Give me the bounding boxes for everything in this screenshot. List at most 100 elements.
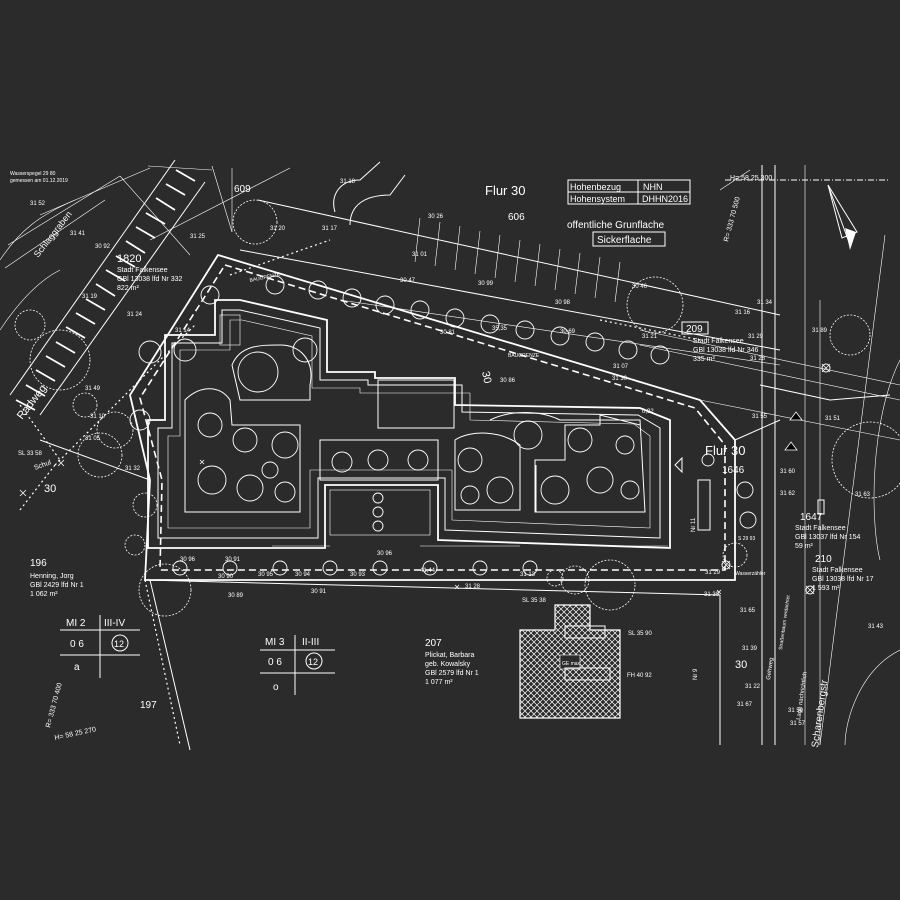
water-level-1: Wasserspegel 29 80 xyxy=(10,171,56,177)
spot-height: 31 51 xyxy=(825,416,841,422)
spot-height: 31 16 xyxy=(735,310,751,316)
parcel-606: 606 xyxy=(508,212,525,223)
owner-1820-b: GBl 13038 lfd Nr 332 xyxy=(117,276,182,283)
radweg-hatch xyxy=(0,159,206,416)
spot-height: 31 14 xyxy=(175,328,191,334)
height-sys-value: DHHN2016 xyxy=(642,194,688,204)
owner-210-c: 1 593 m² xyxy=(812,585,840,592)
spot-sl: SL 35 38 xyxy=(522,598,546,604)
building-footprint xyxy=(147,299,671,549)
owner-209-c: 335 m² xyxy=(693,356,715,363)
zone1-storeys: III-IV xyxy=(104,618,125,629)
owner-1820-a: Stadt Falkensee xyxy=(117,267,168,274)
spot-height: 31 07 xyxy=(613,364,629,370)
spot-height: 31 10 xyxy=(90,414,106,420)
spot-height: 30 86 xyxy=(500,378,516,384)
spot-height: 31 17 xyxy=(322,226,338,232)
spot-height: 31 49 xyxy=(85,386,101,392)
wasser-label: Wasserzähler xyxy=(735,571,766,577)
parcel-1646: 1646 xyxy=(722,465,745,476)
house-number: Nr 9 xyxy=(693,668,699,680)
zone2-gfz: 12 xyxy=(308,657,318,667)
contour-label: 30 xyxy=(735,659,747,671)
owner-209-a: Stadt Falkensee xyxy=(693,338,744,345)
owner-207-b: geb. Kowalsky xyxy=(425,661,471,668)
spot-height: 31 13 xyxy=(520,572,536,578)
spot-height: 31 19 xyxy=(82,294,98,300)
spot-height: 31 55 xyxy=(752,414,768,420)
spot-height: 31 52 xyxy=(30,201,46,207)
owner-1647-b: GBl 13037 lfd Nr 154 xyxy=(795,534,860,541)
info-boxes xyxy=(564,179,709,681)
spot-dim: 0,92 xyxy=(642,409,654,415)
trees xyxy=(14,199,900,617)
spot-height: 31 62 xyxy=(780,491,796,497)
parcel-210: 210 xyxy=(815,554,832,565)
baugrenze-label: BAUGRENZE xyxy=(508,353,540,359)
label-gehweg: Gehweg xyxy=(766,657,775,680)
zoning-table-2 xyxy=(260,635,335,695)
spot-sl: SL 35 90 xyxy=(628,631,652,637)
spot-height: 31 20 xyxy=(270,226,286,232)
zone1-grz: 0 6 xyxy=(70,639,84,650)
baugrenze-line xyxy=(139,239,726,571)
owner-207-a: Plickat, Barbara xyxy=(425,652,475,659)
spot-height: 31 30 xyxy=(704,592,720,598)
spot-height: 30 81 xyxy=(440,330,456,336)
street-scharenberg: Scharenbergstr xyxy=(810,679,831,749)
water-level-2: gemessen am 01.12.2019 xyxy=(10,178,68,184)
spot-height: 31 89 xyxy=(812,328,828,334)
zone2-storeys: II-III xyxy=(302,637,319,648)
parcel-197: 197 xyxy=(140,700,157,711)
parcel-196: 196 xyxy=(30,558,47,569)
spot-height: 30 96 xyxy=(180,557,196,563)
spot-height: 30 98 xyxy=(555,300,571,306)
parcel-1820: 1820 xyxy=(117,253,141,265)
parcel-609: 609 xyxy=(234,184,251,195)
house-number: Nr 11 xyxy=(691,517,697,532)
spot-height: 31 29 xyxy=(705,570,721,576)
zone2-grz: 0 6 xyxy=(268,657,282,668)
zone1-gfz: 12 xyxy=(114,639,124,649)
owner-196-b: GBl 2429 lfd Nr 1 xyxy=(30,582,84,589)
coord-h-top: H= 58 25 300 xyxy=(730,175,772,182)
owner-207-c: GBl 2579 lfd Nr 1 xyxy=(425,670,479,677)
zone2-type: MI 3 xyxy=(265,637,285,648)
survey-markers xyxy=(19,363,831,595)
spot-dim: 41,44 xyxy=(420,568,436,574)
label-strassenbaum: Straßenbaum verdachtet xyxy=(778,594,792,650)
baugrenze-label: BAUGRENZE xyxy=(249,271,281,283)
owner-207-d: 1 077 m² xyxy=(425,679,453,686)
street-schlaggraben: Schlaggraben xyxy=(32,209,74,259)
spot-height: 30 94 xyxy=(295,572,311,578)
parcel-207: 207 xyxy=(425,638,442,649)
owner-209-b: GBl 13038 lfd Nr 346 xyxy=(693,347,758,354)
spot-height: 31 60 xyxy=(780,469,796,475)
labels: Flur 30 Hohenbezug NHN Hohensystem DHHN2… xyxy=(10,171,884,748)
spot-height: 31 24 xyxy=(127,312,143,318)
coord-r-top: R= 333 70 500 xyxy=(723,196,742,242)
street-schul: Schul xyxy=(33,459,52,472)
spot-height: 31 59 xyxy=(788,708,804,714)
spot-height: 31 32 xyxy=(125,466,141,472)
zone1-type: MI 2 xyxy=(66,618,86,629)
zoning-table-1 xyxy=(60,615,140,678)
contour-label: 30 xyxy=(479,370,493,384)
right-structures xyxy=(674,363,831,595)
flur-right-label: Flur 30 xyxy=(705,443,745,458)
spot-height: 31 39 xyxy=(742,646,758,652)
spot-height: 31 67 xyxy=(737,702,753,708)
spot-height: 31 29 xyxy=(748,334,764,340)
spot-height: 31 43 xyxy=(868,624,884,630)
cadastral-lines xyxy=(4,161,900,751)
spot-height: 31 22 xyxy=(745,684,761,690)
owner-210-a: Stadt Falkensee xyxy=(812,567,863,574)
coord-r-bottom: R= 333 70 400 xyxy=(45,682,64,728)
spot-height: 30 26 xyxy=(428,214,444,220)
owner-1820-c: 822 m² xyxy=(117,285,139,292)
spot-height: 30 99 xyxy=(478,281,494,287)
spot-height: 30 95 xyxy=(258,572,274,578)
spot-dim: 35,35 xyxy=(492,326,508,332)
coord-h-bottom: H= 58 25 270 xyxy=(54,726,97,742)
